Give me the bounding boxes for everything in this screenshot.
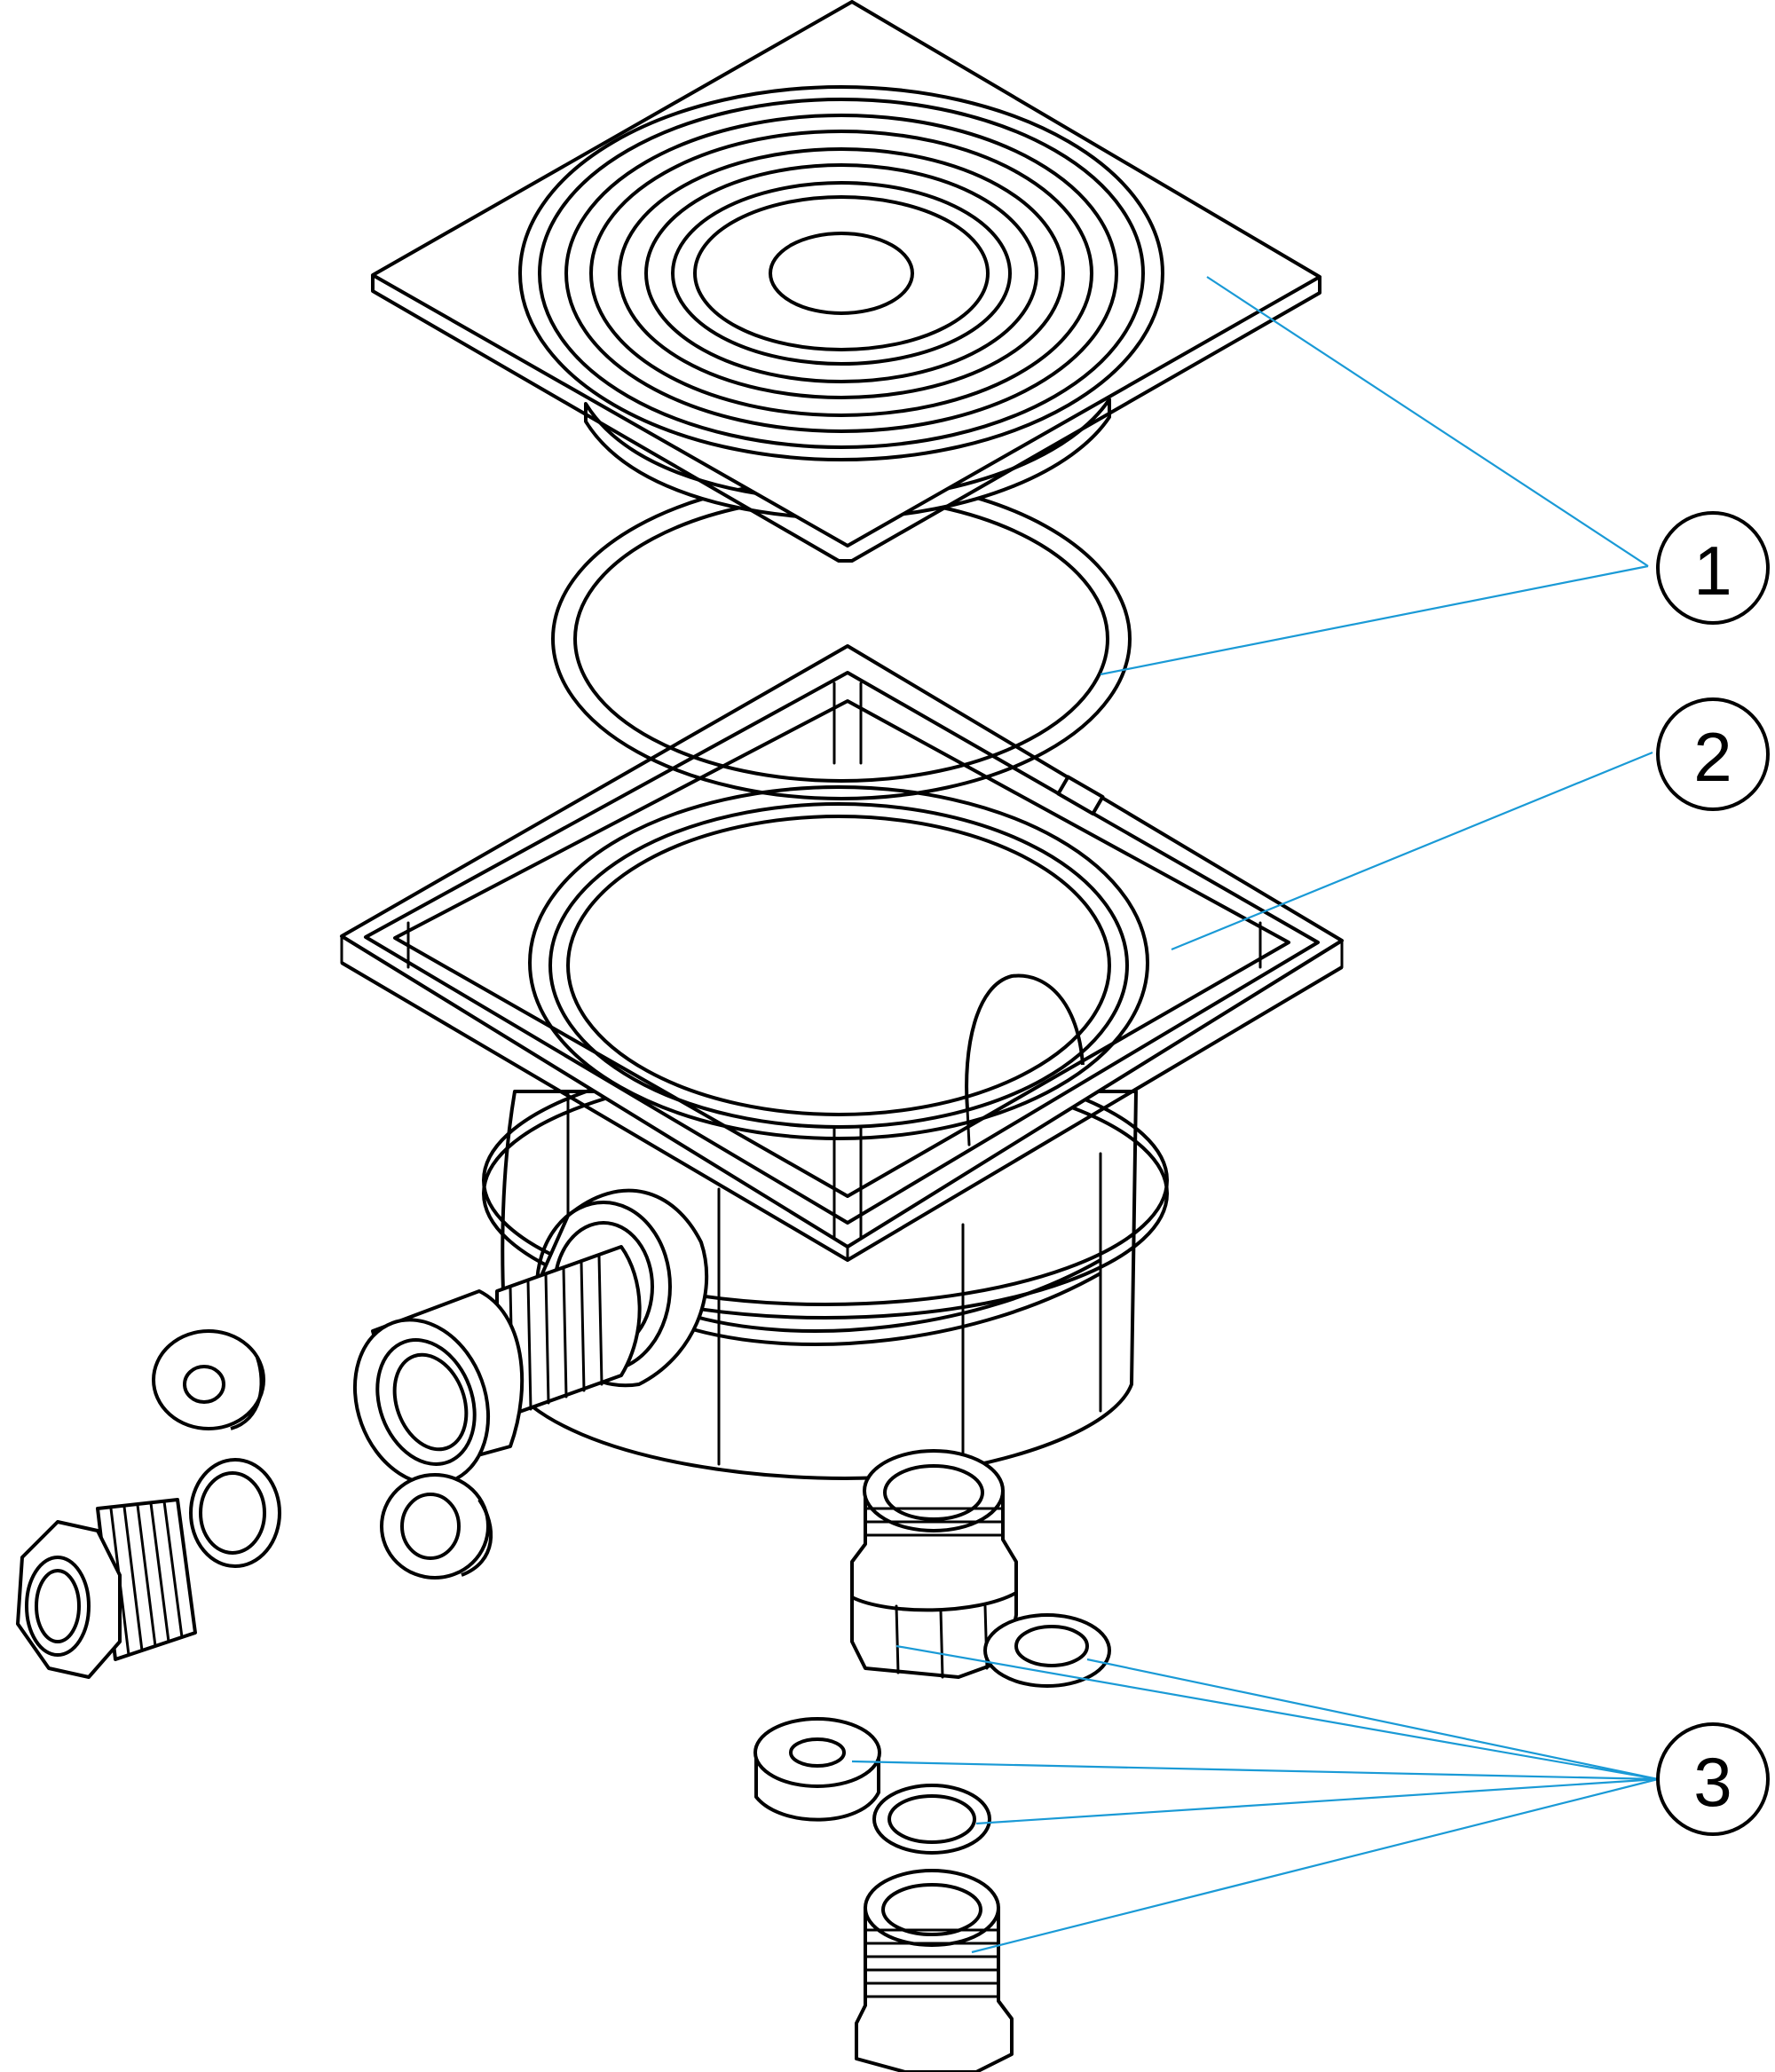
callout-2-label: 2 [1693,718,1732,796]
drain-body [482,1054,1169,1480]
left-washer-thick [152,1329,265,1430]
callout-1-label: 1 [1693,532,1732,610]
square-frame [340,644,1344,1262]
bottom-right-washer [983,1613,1111,1688]
callout-3: 3 [1656,1722,1770,1836]
leader-3-to-adapter [971,1777,1659,1954]
leader-3-to-connector [895,1644,1659,1781]
bottom-washer-thick [753,1717,881,1822]
callout-2: 2 [1656,697,1770,811]
leader-1-to-grate [1206,276,1649,567]
leader-lines [851,276,1659,1954]
leader-3-to-gasket [975,1777,1659,1825]
bottom-union-connector [850,1449,1018,1679]
square-grate-cover [371,0,1321,563]
middle-washer-thick [380,1473,493,1580]
callout-1: 1 [1656,511,1770,625]
left-flat-gasket [189,1458,281,1568]
leader-3-to-washer-right [1086,1658,1659,1781]
bottom-flat-gasket [872,1784,991,1855]
callout-3-label: 3 [1693,1743,1732,1821]
bottom-threaded-adapter [855,1869,1014,2072]
left-threaded-adapter [16,1498,197,1679]
leader-3-to-washer-thick [851,1760,1659,1781]
inner-bowl [528,785,1149,1146]
leader-1-to-oring [1100,564,1649,676]
leader-2-to-frame [1171,751,1653,951]
side-union-connector [352,1245,642,1486]
